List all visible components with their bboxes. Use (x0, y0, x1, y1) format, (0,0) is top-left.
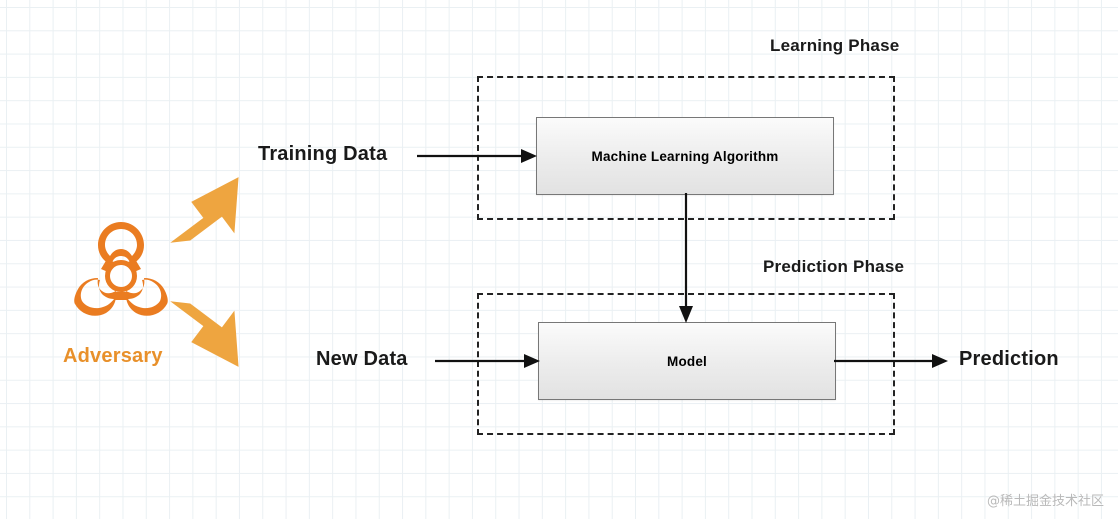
biohazard-icon (74, 222, 168, 316)
learning-phase-label: Learning Phase (770, 36, 900, 55)
prediction-label: Prediction (959, 348, 1059, 370)
machine-learning-algorithm-box[interactable]: Machine Learning Algorithm (536, 117, 834, 195)
prediction-arrow (834, 354, 948, 368)
adversary-to-new-data-arrow (170, 301, 239, 367)
training-data-label: Training Data (258, 143, 388, 165)
new-data-arrow (435, 354, 540, 368)
watermark: @稀土掘金技术社区 (986, 494, 1104, 509)
new-data-label: New Data (316, 348, 408, 370)
prediction-phase-label: Prediction Phase (763, 257, 905, 276)
algorithm-to-model-arrow (679, 193, 693, 323)
training-data-arrow (417, 149, 537, 163)
model-box[interactable]: Model (538, 322, 836, 400)
machine-learning-algorithm-label: Machine Learning Algorithm (591, 148, 779, 164)
adversary-to-training-arrow (170, 177, 239, 243)
adversary-label: Adversary (63, 345, 163, 367)
model-label: Model (667, 353, 707, 369)
